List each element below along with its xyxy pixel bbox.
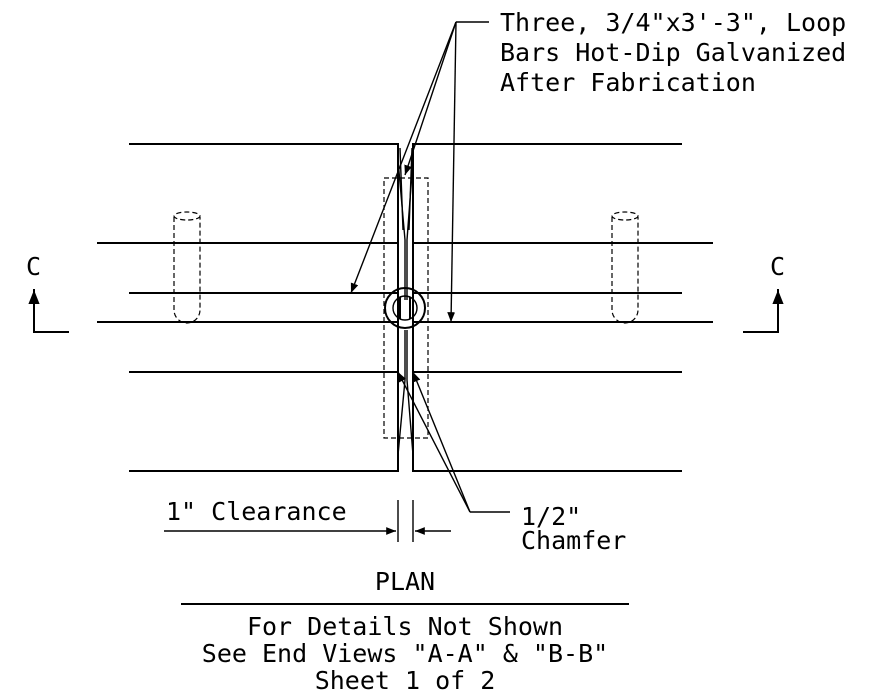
loop-bars-note-line-2: Bars Hot-Dip Galvanized [500, 38, 846, 67]
loop-bars-note-line-1: Three, 3/4"x3'-3", Loop [500, 8, 846, 37]
left-panel [97, 143, 399, 472]
note-line-2: See End Views "A-A" & "B-B" [202, 639, 608, 668]
clearance-label: 1" Clearance [166, 497, 347, 526]
loop-bars-note-line-3: After Fabrication [500, 68, 756, 97]
pin-inner-circle [392, 295, 418, 321]
chamfer-label: Chamfer [521, 526, 626, 555]
note-line-1: For Details Not Shown [247, 612, 563, 641]
chamfer-fraction: 1/2" [521, 502, 581, 531]
callout-leader-3 [447, 21, 457, 323]
pin-outer-circle [384, 287, 426, 329]
clearance-dimension: 1" Clearance [164, 497, 451, 542]
chamfer-callout: 1/2" Chamfer [397, 371, 626, 555]
right-panel [412, 143, 713, 472]
section-mark-right: C [743, 252, 785, 333]
chamfer-leader-1 [397, 371, 471, 513]
center-hidden-box [383, 177, 429, 439]
section-mark-left: C [26, 252, 69, 333]
plan-heading: PLAN [375, 567, 435, 596]
callout-leader-2 [404, 21, 457, 176]
right-hidden-slot [611, 211, 639, 324]
callout-leader-1 [350, 21, 457, 294]
loop-bar-top [399, 147, 413, 231]
section-mark-left-label: C [26, 252, 41, 281]
right-slot-outline [611, 217, 639, 324]
section-mark-right-label: C [770, 252, 785, 281]
right-slot-top [611, 211, 639, 221]
left-hidden-slot [173, 211, 201, 324]
note-line-3: Sheet 1 of 2 [315, 666, 496, 695]
title-block: PLAN For Details Not Shown See End Views… [181, 567, 629, 695]
loop-bars-callout: Three, 3/4"x3'-3", Loop Bars Hot-Dip Gal… [350, 8, 846, 323]
left-slot-outline [173, 217, 201, 324]
center-pin [384, 287, 426, 329]
left-slot-top [173, 211, 201, 221]
chamfer-leader-2 [412, 371, 471, 513]
